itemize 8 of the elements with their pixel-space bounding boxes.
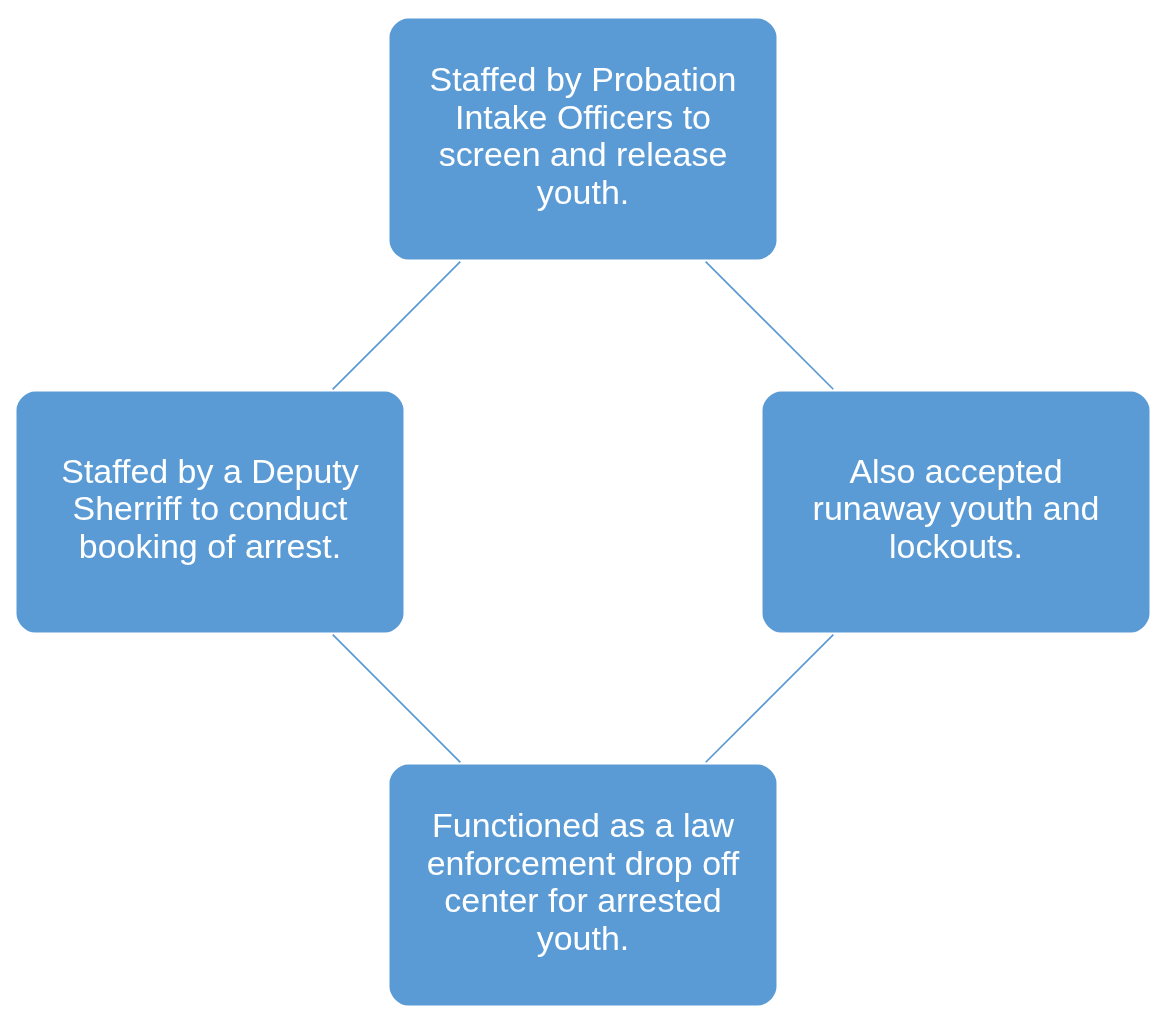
node-box: Staffed by a Deputy Sherriff to conduct booking of arrest. (13, 388, 407, 636)
node-box: Also accepted runaway youth and lockouts. (759, 388, 1153, 636)
connector (331, 260, 462, 391)
connector (331, 633, 462, 764)
connector (704, 633, 835, 764)
node-box: Staffed by Probation Intake Officers to screen and release youth. (386, 15, 780, 263)
connector (704, 260, 835, 391)
node-box: Functioned as a law enforcement drop off center for arrested youth. (386, 761, 780, 1009)
